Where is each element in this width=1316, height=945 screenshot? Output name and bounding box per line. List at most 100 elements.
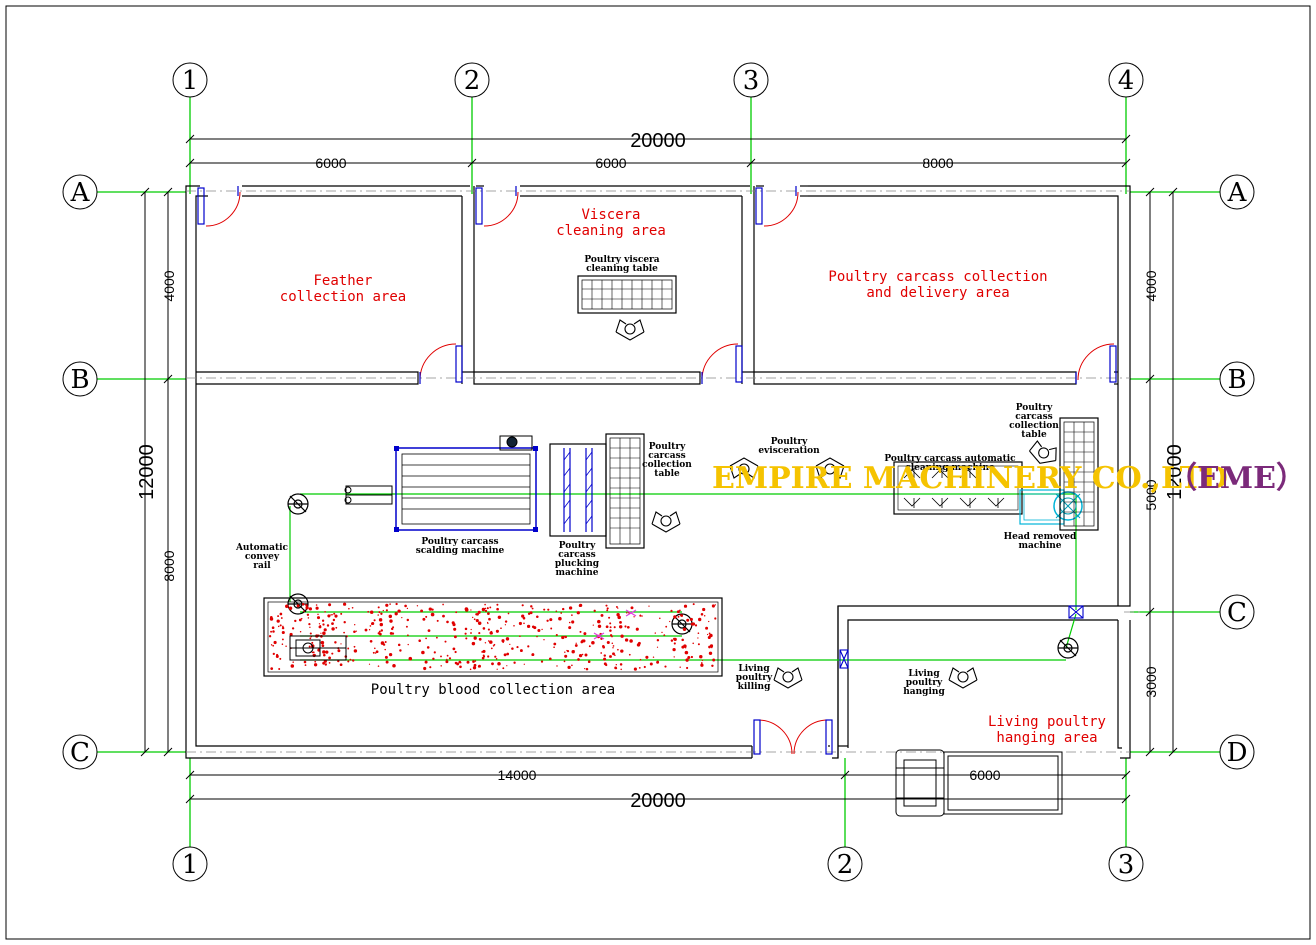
axis-label-left-b: B — [70, 365, 89, 395]
area-feather-line1: Feather — [313, 273, 372, 289]
worker-icon — [651, 511, 681, 533]
label-living-hanging-1: Living — [908, 669, 940, 679]
axis-bubble-bottom-3 — [1108, 846, 1144, 882]
axis-bubble-top-4 — [1108, 62, 1144, 98]
page-border — [5, 5, 1311, 940]
axis-label-left-c: C — [70, 738, 90, 768]
label-cleaning-machine-2: cleaning machine — [905, 463, 995, 473]
axis-label-top-1: 1 — [182, 66, 199, 96]
dim-right-total: 12000 — [1164, 444, 1186, 500]
axis-bubble-left-b — [62, 361, 98, 397]
dim-top-seg-2: 6000 — [595, 155, 626, 171]
axis-bubble-left-a — [62, 174, 98, 210]
label-plucking-4: machine — [555, 568, 598, 578]
dim-left-seg-1: 4000 — [161, 270, 177, 301]
label-collection-table-1-d: table — [654, 469, 680, 479]
label-scalding-2: scalding machine — [416, 546, 505, 556]
dim-left-seg-2: 8000 — [161, 550, 177, 581]
label-head-removed-1: Head removed — [1004, 532, 1077, 542]
dim-top-total: 20000 — [630, 130, 686, 152]
dim-bottom-total: 20000 — [630, 790, 686, 812]
convey-rail — [289, 493, 1077, 661]
axis-bubble-top-3 — [733, 62, 769, 98]
rail-wheel-icon — [287, 593, 309, 615]
label-scalding-1: Poultry carcass — [421, 537, 498, 547]
label-evisceration-1: Poultry — [771, 437, 808, 447]
watermark: EMPIRE MACHINERY CO.,LTD （EME） — [712, 461, 1306, 496]
carcass-collection-table-1 — [605, 433, 645, 549]
label-head-removed-2: machine — [1018, 541, 1061, 551]
label-collection-table-2-d: table — [1021, 430, 1047, 440]
worker-icon — [615, 319, 645, 341]
axis-bubble-bottom-1 — [172, 846, 208, 882]
area-viscera-line2: cleaning area — [556, 223, 666, 239]
axis-label-right-a: A — [1227, 178, 1248, 208]
label-cleaning-machine-1: Poultry carcass automatic — [884, 454, 1016, 464]
axis-label-top-3: 3 — [743, 66, 760, 96]
wall-openings — [839, 605, 1084, 669]
rail-wheel-icon — [1057, 637, 1079, 659]
label-living-killing-1: Living — [738, 664, 770, 674]
truck-icon — [895, 749, 1063, 817]
axis-bubble-right-c — [1219, 594, 1255, 630]
label-plucking-3: plucking — [555, 559, 600, 569]
axis-bubble-top-2 — [454, 62, 490, 98]
dim-top-seg-1: 6000 — [315, 155, 346, 171]
label-collection-table-2-a: Poultry — [1016, 403, 1053, 413]
worker-icon — [773, 667, 803, 689]
label-collection-table-2-b: carcass — [1015, 412, 1053, 422]
label-viscera-table-2: cleaning table — [586, 264, 658, 274]
carcass-collection-table-2 — [1059, 417, 1099, 531]
area-living-hanging-line2: hanging area — [996, 730, 1097, 746]
doors — [197, 186, 1117, 755]
label-living-killing-2: poultry — [736, 673, 773, 683]
area-living-hanging-line1: Living poultry — [988, 714, 1106, 730]
walls — [185, 185, 1131, 759]
watermark-abbr: （EME） — [1167, 461, 1306, 496]
axis-label-left-a: A — [70, 178, 91, 208]
rail-wheels — [287, 493, 1079, 659]
area-carcass-line2: and delivery area — [866, 285, 1009, 301]
area-blood-label: Poultry blood collection area — [371, 682, 615, 698]
dim-right-seg-2: 5000 — [1143, 479, 1159, 510]
label-evisceration-2: evisceration — [758, 446, 820, 456]
killing-device — [289, 635, 347, 661]
axis-label-top-2: 2 — [464, 66, 481, 96]
label-convey-rail-1: Automatic — [235, 543, 289, 553]
worker-icon — [1029, 440, 1057, 464]
label-collection-table-2-c: collection — [1009, 421, 1059, 431]
axis-label-bottom-2: 2 — [837, 850, 854, 880]
area-viscera-line1: Viscera — [581, 207, 640, 223]
axis-bubble-right-a — [1219, 174, 1255, 210]
dim-bottom-seg-1: 14000 — [498, 767, 537, 783]
worker-icon — [729, 457, 759, 479]
dim-right-seg-1: 4000 — [1143, 270, 1159, 301]
axis-bubble-bottom-2 — [827, 846, 863, 882]
cleaning-machine — [893, 461, 1023, 515]
axis-bubble-right-b — [1219, 361, 1255, 397]
worker-icon — [948, 667, 978, 689]
area-carcass-line1: Poultry carcass collection — [828, 269, 1047, 285]
viscera-cleaning-table — [577, 275, 677, 314]
label-living-hanging-3: hanging — [903, 687, 945, 697]
axis-bubble-top-1 — [172, 62, 208, 98]
area-feather-line2: collection area — [280, 289, 406, 305]
label-living-hanging-2: poultry — [906, 678, 943, 688]
label-convey-rail-3: rail — [253, 561, 271, 571]
label-collection-table-1-b: carcass — [648, 451, 686, 461]
axis-label-right-c: C — [1227, 598, 1247, 628]
watermark-company: EMPIRE MACHINERY CO.,LTD — [712, 461, 1228, 496]
label-viscera-table-1: Poultry viscera — [584, 255, 659, 265]
axis-label-bottom-3: 3 — [1118, 850, 1135, 880]
label-collection-table-1-a: Poultry — [649, 442, 686, 452]
scalding-machine — [394, 435, 538, 532]
worker-icon — [815, 457, 845, 479]
axis-lines — [96, 96, 1220, 848]
rail-wheel-icon — [287, 493, 309, 515]
label-plucking-2: carcass — [558, 550, 596, 560]
dim-bottom-seg-2: 6000 — [969, 767, 1000, 783]
axis-bubble-right-d — [1219, 734, 1255, 770]
dimension-lines — [140, 134, 1178, 804]
axis-bubble-left-c — [62, 734, 98, 770]
plucking-machine — [549, 443, 607, 537]
